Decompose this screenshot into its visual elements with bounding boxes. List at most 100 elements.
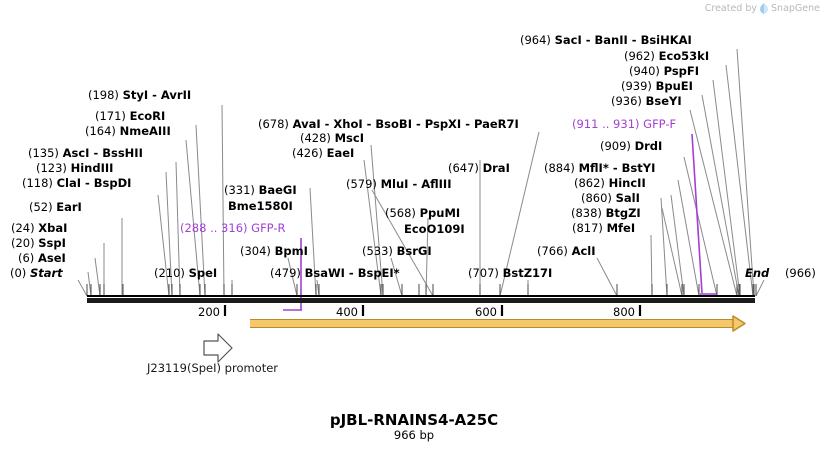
site-pos: (210) (154, 266, 185, 280)
site-name: StyI - AvrII (122, 88, 192, 102)
ruler-tick-label-200: 200 (198, 305, 220, 319)
site-name: SalI (615, 191, 640, 205)
site-name: BsrGI (396, 244, 432, 258)
site-name: MfeI (606, 221, 636, 235)
site-name: AvaI - XhoI - BsoBI - PspXI - PaeR7I (292, 117, 519, 131)
site-pos: (171) (95, 109, 126, 123)
site-label-mfei[interactable]: (817) MfeI (572, 221, 635, 236)
site-name: BpmI (274, 244, 308, 258)
site-name: HindIII (70, 161, 114, 175)
site-name: EaeI (326, 146, 355, 160)
site-pos: (884) (544, 161, 575, 175)
feature-track-bar[interactable] (250, 319, 733, 328)
site-pos: (964) (520, 33, 551, 47)
site-pos: (568) (385, 206, 416, 220)
site-label-xbai[interactable]: (24) XbaI (11, 221, 67, 236)
site-label-hindiii[interactable]: (123) HindIII (36, 161, 113, 176)
promoter-arrow-icon (203, 333, 233, 363)
site-label-clai-bspdi[interactable]: (118) ClaI - BspDI (22, 176, 131, 191)
primer-label-gfp-f[interactable]: (911 .. 931) GFP-F (572, 117, 676, 132)
plasmid-size-label: 966 bp (393, 428, 435, 442)
site-name: PpuMI (419, 206, 461, 220)
site-label-pspfi[interactable]: (940) PspFI (629, 64, 699, 79)
site-label-ppumi[interactable]: (568) PpuMI (385, 206, 460, 221)
site-label-drdi[interactable]: (909) DrdI (600, 139, 662, 154)
site-label-bseyi[interactable]: (936) BseYI (611, 94, 682, 109)
site-pos: (135) (28, 146, 59, 160)
site-name: DraI (482, 161, 510, 175)
site-label-asci-bsshii[interactable]: (135) AscI - BssHII (28, 146, 143, 161)
site-label-styi-avrii[interactable]: (198) StyI - AvrII (88, 88, 191, 103)
site-label-msci[interactable]: (428) MscI (300, 131, 364, 146)
site-name: BaeGI (258, 183, 297, 197)
site-name: MluI - AflIII (380, 177, 452, 191)
site-pos: (123) (36, 161, 67, 175)
site-label-drai[interactable]: (647) DraI (448, 161, 510, 176)
site-name: Start (29, 266, 63, 280)
site-pos: (940) (629, 64, 660, 78)
site-label-bpuei[interactable]: (939) BpuEI (621, 79, 693, 94)
site-label-hincii[interactable]: (862) HincII (574, 176, 646, 191)
site-name: AseI (37, 251, 66, 265)
site-pos: (678) (258, 117, 289, 131)
site-label-spei[interactable]: (210) SpeI (154, 266, 217, 281)
site-name: AclI (571, 244, 596, 258)
site-label-asei[interactable]: (6) AseI (18, 251, 66, 266)
site-name: DrdI (634, 139, 663, 153)
site-label-ecoo109i[interactable]: EcoO109I (404, 222, 465, 237)
primer-range: (911 .. 931) (572, 117, 640, 131)
site-label-eari[interactable]: (52) EarI (29, 200, 82, 215)
site-label-sspi[interactable]: (20) SspI (11, 236, 66, 251)
site-pos: (860) (581, 191, 612, 205)
site-label-start[interactable]: (0) Start (10, 266, 63, 281)
promoter-caption: J23119(SpeI) promoter (147, 361, 279, 375)
site-label-bsrgi[interactable]: (533) BsrGI (362, 244, 432, 259)
site-label-eaei[interactable]: (426) EaeI (292, 146, 354, 161)
site-pos: (936) (611, 94, 642, 108)
site-name: AscI - BssHII (62, 146, 143, 160)
site-pos: (6) (18, 251, 35, 265)
site-label-btgzi[interactable]: (838) BtgZI (571, 206, 641, 221)
page-title: pJBL-RNAINS4-A25C (329, 411, 499, 429)
site-pos: (647) (448, 161, 479, 175)
site-pos: (962) (624, 49, 655, 63)
site-name: BstZ17I (502, 266, 553, 280)
site-label-avai-cluster[interactable]: (678) AvaI - XhoI - BsoBI - PspXI - PaeR… (258, 117, 519, 132)
site-label-acli[interactable]: (766) AclI (537, 244, 596, 259)
site-label-bpmi[interactable]: (304) BpmI (240, 244, 308, 259)
site-label-mlui-afliii[interactable]: (579) MluI - AflIII (346, 177, 452, 192)
site-label-bme1580i[interactable]: Bme1580I (228, 199, 293, 214)
site-name: MflI* - BstYI (578, 161, 656, 175)
site-name: SacI - BanII - BsiHKAI (554, 33, 692, 47)
site-pos: (20) (11, 236, 35, 250)
site-pos: (909) (600, 139, 631, 153)
site-label-baegi[interactable]: (331) BaeGI (224, 183, 297, 198)
site-label-end[interactable]: End (966) (745, 266, 816, 281)
primer-name: GFP-R (251, 221, 286, 235)
site-label-saci-banii-bsihkai[interactable]: (964) SacI - BanII - BsiHKAI (520, 33, 692, 48)
primer-name: GFP-F (643, 117, 677, 131)
site-label-ecori[interactable]: (171) EcoRI (95, 109, 165, 124)
primer-label-gfp-r[interactable]: (288 .. 316) GFP-R (180, 221, 286, 236)
site-pos: (862) (574, 176, 605, 190)
feature-arrowhead-icon (732, 315, 746, 332)
snapgene-watermark: Created by SnapGene (705, 3, 820, 14)
site-pos: (766) (537, 244, 568, 258)
site-label-bsawi-bspei[interactable]: (479) BsaWI - BspEI* (270, 266, 400, 281)
site-name: NmeAIII (119, 124, 171, 138)
site-label-nmeaiii[interactable]: (164) NmeAIII (85, 124, 171, 139)
site-pos: (118) (22, 176, 53, 190)
site-label-mfli-bstyi[interactable]: (884) MflI* - BstYI (544, 161, 655, 176)
site-label-sali[interactable]: (860) SalI (581, 191, 640, 206)
site-pos: (479) (270, 266, 301, 280)
site-pos: (579) (346, 177, 377, 191)
site-name: Eco53kI (658, 49, 710, 63)
watermark-brand: SnapGene (771, 3, 820, 14)
site-pos: (817) (572, 221, 603, 235)
site-label-eco53ki[interactable]: (962) Eco53kI (624, 49, 709, 64)
ruler-bar[interactable] (87, 298, 755, 303)
site-label-bstz17i[interactable]: (707) BstZ17I (468, 266, 552, 281)
site-name: PspFI (663, 64, 700, 78)
site-pos: (426) (292, 146, 323, 160)
